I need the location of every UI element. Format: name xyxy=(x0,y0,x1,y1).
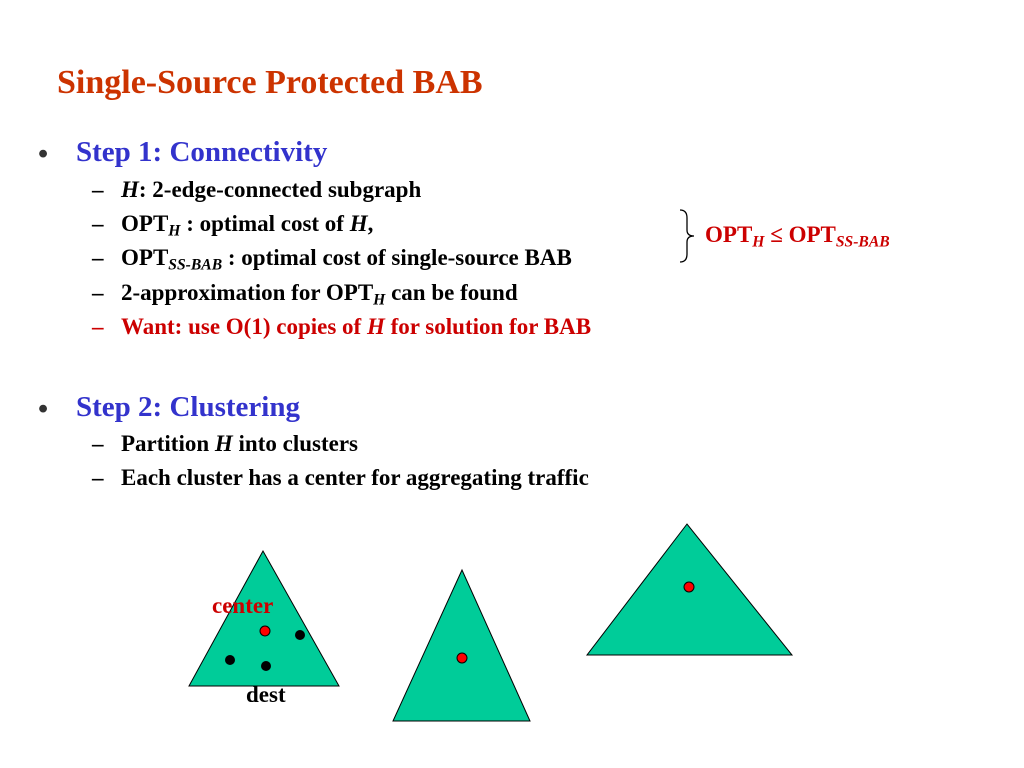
dash-1: – xyxy=(92,177,104,202)
right-brace-icon xyxy=(679,209,695,263)
step-1-item-2: OPTH : optimal cost of H, xyxy=(121,211,374,240)
step-1-item-3: OPTSS-BAB : optimal cost of single-sourc… xyxy=(121,245,572,274)
dash-4: – xyxy=(92,280,104,305)
step-1-item-1: H: 2-edge-connected subgraph xyxy=(121,177,422,202)
step-1-item-4: 2-approximation for OPTH can be found xyxy=(121,280,518,309)
step-2-item-1: Partition H into clusters xyxy=(121,431,359,456)
slide-title: Single-Source Protected BAB xyxy=(57,64,483,101)
dash-6: – xyxy=(92,431,104,456)
center-node-2 xyxy=(456,652,468,664)
dest-node-2 xyxy=(225,655,235,665)
dash-3: – xyxy=(92,245,104,270)
center-node-3 xyxy=(683,581,695,593)
bullet-step-2: • xyxy=(38,393,49,425)
center-label: center xyxy=(212,593,274,618)
cluster-triangle-2 xyxy=(392,568,531,722)
opt-inequality-note: OPTH ≤ OPTSS-BAB xyxy=(705,222,890,251)
center-node-1 xyxy=(259,625,271,637)
step-2-item-2: Each cluster has a center for aggregatin… xyxy=(121,465,589,490)
step-2-heading: Step 2: Clustering xyxy=(76,391,300,423)
cluster-triangle-1 xyxy=(188,549,340,687)
bullet-step-1: • xyxy=(38,138,49,170)
dest-node-1 xyxy=(295,630,305,640)
dash-7: – xyxy=(92,465,104,490)
dash-5: – xyxy=(92,314,104,339)
dash-2: – xyxy=(92,211,104,236)
dest-node-3 xyxy=(261,661,271,671)
step-1-item-5: Want: use O(1) copies of H for solution … xyxy=(121,314,592,339)
dest-label: dest xyxy=(246,682,286,707)
step-1-heading: Step 1: Connectivity xyxy=(76,136,328,168)
